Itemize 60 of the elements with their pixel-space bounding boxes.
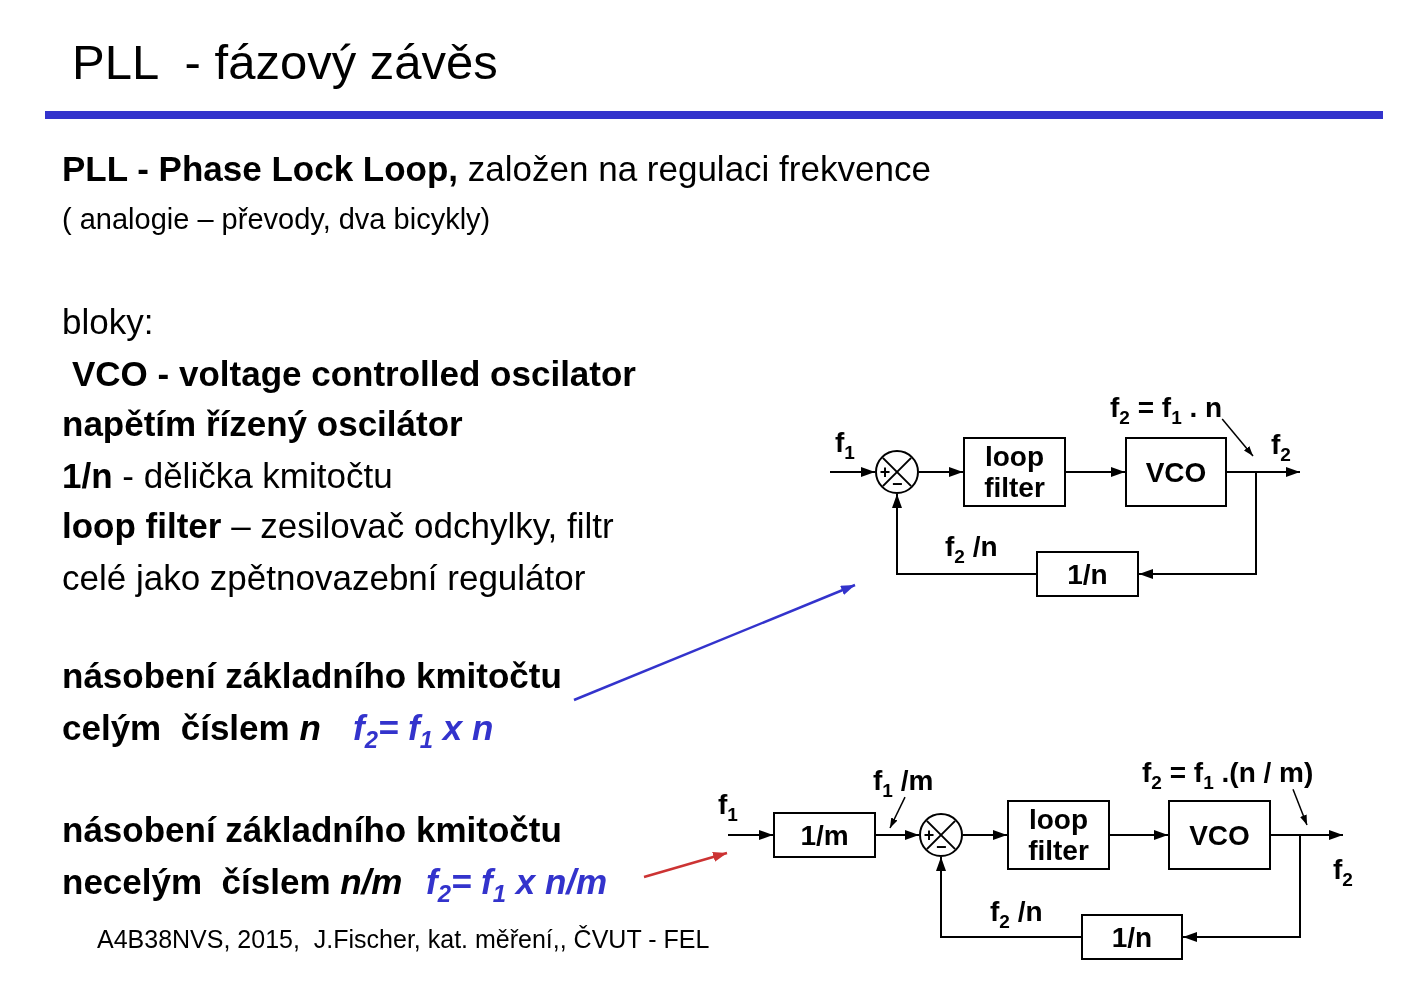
sign-label: +: [879, 464, 891, 480]
leader-arrow: [1221, 418, 1254, 457]
body-text: ( analogie – převody, dva bicykly): [62, 203, 491, 237]
equation-label: f$_{2}$ = f$_{1}$ . n: [1110, 392, 1223, 425]
body-text: bloky:: [62, 302, 154, 343]
arrow: [962, 830, 1008, 840]
signal-label: f$_{2}$: [1271, 429, 1291, 462]
body-text: násobení základního kmitočtu: [62, 656, 562, 697]
arrow: [892, 493, 1037, 575]
sign-label: −: [936, 842, 946, 852]
arrow: [1065, 467, 1126, 477]
pointer-arrow: [643, 851, 728, 879]
body-text: VCO - voltage controlled oscilator: [72, 354, 636, 395]
body-text: celým číslem n: [62, 708, 321, 749]
leader-arrow: [889, 796, 906, 829]
summing-junction: [875, 450, 919, 494]
body-text: celé jako zpětnovazební regulátor: [62, 558, 586, 599]
slide-title: PLL - fázový závěs: [72, 34, 498, 91]
arrow: [829, 467, 876, 477]
signal-label: f$_{1}$: [835, 427, 855, 460]
process-box: [1081, 914, 1183, 960]
body-text: napětím řízený oscilátor: [62, 404, 463, 445]
signal-label: f$_{2}$ /n: [990, 896, 1043, 929]
arrow: [727, 830, 774, 840]
equation-label: f$_{2}$ = f$_{1}$ .(n / m): [1142, 757, 1314, 790]
arrow: [1138, 471, 1257, 579]
formula-text: f$_{2}$= f$_{1}$ x n/m: [426, 862, 608, 903]
pointer-arrow: [573, 583, 856, 702]
arrow: [918, 467, 964, 477]
block-label: 1/n: [1067, 558, 1108, 590]
process-box: [1036, 551, 1139, 597]
signal-label: f$_{1}$: [718, 789, 738, 822]
block-label: loop filter: [983, 441, 1046, 503]
body-text: násobení základního kmitočtu: [62, 810, 562, 851]
leader-arrow: [1292, 788, 1308, 826]
process-box: [1125, 437, 1227, 507]
body-text: PLL - Phase Lock Loop, založen na regulaci frekvence: [62, 149, 931, 190]
formula-text: f$_{2}$= f$_{1}$ x n: [353, 708, 494, 749]
sign-label: −: [892, 479, 902, 489]
body-text: necelým číslem n/m: [62, 862, 403, 903]
block-label: VCO: [1189, 819, 1250, 851]
sign-label: +: [923, 827, 935, 843]
process-box: [1168, 800, 1271, 870]
body-text: 1/n - dělička kmitočtu: [62, 456, 393, 497]
arrow: [875, 830, 920, 840]
arrow: [1109, 830, 1169, 840]
block-label: loop filter: [1027, 804, 1090, 866]
summing-junction: [919, 813, 963, 857]
footer-text: A4B38NVS, 2015, J.Fischer, kat. měření,, ČVUT - FEL: [97, 925, 710, 954]
process-box: [1007, 800, 1110, 870]
block-label: VCO: [1145, 456, 1207, 488]
body-text: loop filter – zesilovač odchylky, filtr: [62, 506, 614, 547]
equation-label: f$_{1}$ /m: [873, 765, 934, 798]
arrow: [1182, 834, 1301, 942]
signal-label: f$_{2}$ /n: [945, 531, 998, 564]
signal-label: f$_{2}$: [1333, 854, 1353, 887]
process-box: [963, 437, 1066, 507]
process-box: [773, 812, 876, 858]
block-label: 1/m: [800, 819, 849, 851]
block-label: 1/n: [1111, 921, 1153, 953]
